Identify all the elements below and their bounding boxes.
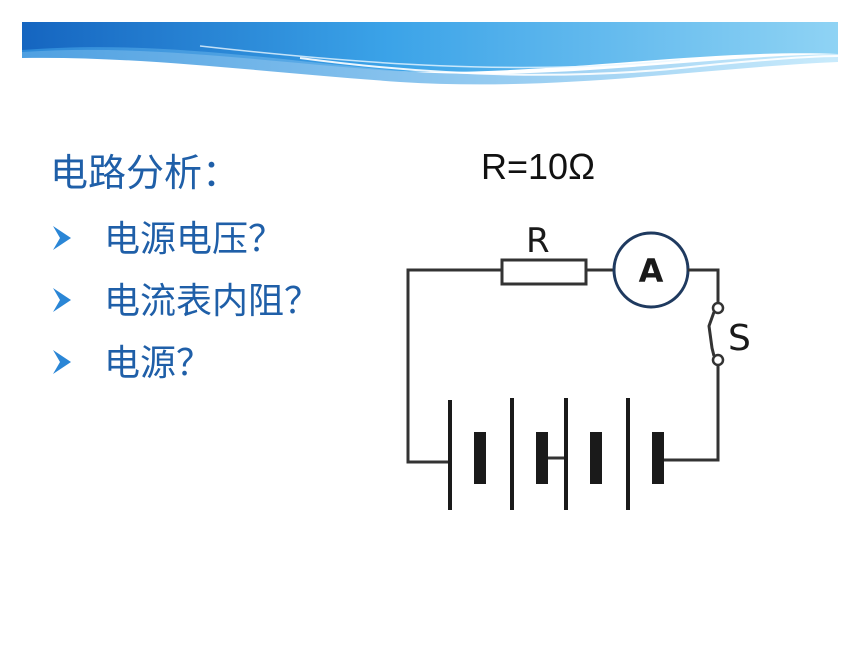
battery-pack — [448, 398, 664, 510]
bullet-text: 电流表内阻？ — [104, 281, 321, 322]
switch-contact-bottom — [711, 353, 725, 367]
arrow-bullet-icon — [53, 350, 71, 374]
bullet-list: 电源电压？ 电流表内阻？ 电源？ — [52, 205, 320, 391]
arrow-bullet-icon — [53, 226, 71, 250]
ammeter-switch-wire — [688, 268, 720, 303]
header-wave-banner — [22, 22, 839, 85]
resistance-value-label: R=10Ω — [481, 146, 595, 187]
resistor-symbol — [500, 258, 588, 286]
bottom-left-wire — [406, 455, 450, 464]
bullet-text: 电源电压？ — [104, 219, 285, 260]
list-item: 电源电压？ — [52, 205, 320, 267]
right-wire — [663, 365, 720, 462]
resistor-label: R — [526, 221, 550, 261]
list-item: 电源？ — [52, 329, 320, 391]
switch-blade — [707, 311, 716, 357]
circuit-diagram: R A S — [406, 221, 751, 510]
slide-heading: 电路分析： — [50, 151, 241, 195]
bullet-text: 电源？ — [104, 343, 213, 384]
switch-contact-top — [711, 301, 725, 315]
ammeter-label: A — [639, 252, 664, 290]
switch-label: S — [728, 318, 751, 359]
arrow-bullet-icon — [53, 288, 71, 312]
top-left-wire — [406, 268, 502, 455]
list-item: 电流表内阻？ — [52, 267, 320, 329]
